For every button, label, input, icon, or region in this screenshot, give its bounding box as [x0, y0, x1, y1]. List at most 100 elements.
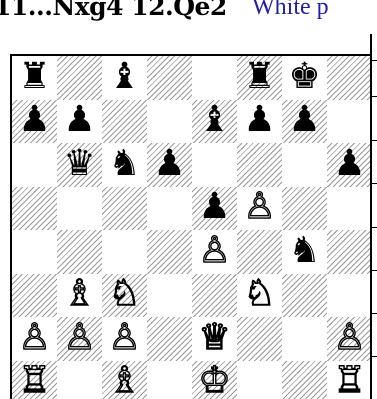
- square-h3[interactable]: [327, 274, 370, 318]
- white-pawn-icon[interactable]: ♙: [333, 320, 365, 356]
- black-pawn-icon[interactable]: ♟: [288, 102, 320, 138]
- move-notation: 11...Nxg4 12.Qe2: [0, 0, 227, 21]
- black-bishop-icon[interactable]: ♝: [108, 59, 140, 95]
- square-f4[interactable]: [237, 230, 282, 274]
- square-a1[interactable]: ♖: [12, 361, 57, 399]
- white-pawn-icon[interactable]: ♙: [108, 320, 140, 356]
- white-knight-icon[interactable]: ♘: [243, 276, 275, 312]
- square-d4[interactable]: [147, 230, 192, 274]
- square-c5[interactable]: [102, 187, 147, 231]
- square-b3[interactable]: ♗: [57, 274, 102, 318]
- square-b1[interactable]: [57, 361, 102, 399]
- square-g6[interactable]: [282, 143, 327, 187]
- white-bishop-icon[interactable]: ♗: [63, 276, 95, 312]
- square-c6[interactable]: ♞: [102, 143, 147, 187]
- white-king-icon[interactable]: ♔: [198, 363, 230, 399]
- square-g2[interactable]: [282, 317, 327, 361]
- square-h8[interactable]: [327, 56, 370, 100]
- square-d2[interactable]: [147, 317, 192, 361]
- white-knight-icon[interactable]: ♘: [108, 276, 140, 312]
- square-b6[interactable]: ♛: [57, 143, 102, 187]
- white-queen-icon[interactable]: ♕: [198, 320, 230, 356]
- square-d3[interactable]: [147, 274, 192, 318]
- square-g3[interactable]: [282, 274, 327, 318]
- square-a4[interactable]: [12, 230, 57, 274]
- square-c1[interactable]: ♗: [102, 361, 147, 399]
- square-e7[interactable]: ♝: [192, 100, 237, 144]
- black-rook-icon[interactable]: ♜: [243, 59, 275, 95]
- square-d6[interactable]: ♟: [147, 143, 192, 187]
- square-d8[interactable]: [147, 56, 192, 100]
- white-bishop-icon[interactable]: ♗: [108, 363, 140, 399]
- square-e6[interactable]: [192, 143, 237, 187]
- white-rook-icon[interactable]: ♖: [333, 363, 365, 399]
- square-h2[interactable]: ♙: [327, 317, 370, 361]
- white-pawn-icon[interactable]: ♙: [18, 320, 50, 356]
- square-c8[interactable]: ♝: [102, 56, 147, 100]
- black-pawn-icon[interactable]: ♟: [18, 102, 50, 138]
- white-pawn-icon[interactable]: ♙: [243, 189, 275, 225]
- scroll-tick: [371, 60, 377, 61]
- square-a5[interactable]: [12, 187, 57, 231]
- square-b8[interactable]: [57, 56, 102, 100]
- white-pawn-icon[interactable]: ♙: [63, 320, 95, 356]
- square-h6[interactable]: ♟: [327, 143, 370, 187]
- square-a2[interactable]: ♙: [12, 317, 57, 361]
- black-pawn-icon[interactable]: ♟: [198, 189, 230, 225]
- square-a3[interactable]: [12, 274, 57, 318]
- square-d5[interactable]: [147, 187, 192, 231]
- square-f3[interactable]: ♘: [237, 274, 282, 318]
- white-rook-icon[interactable]: ♖: [18, 363, 50, 399]
- scroll-tick: [371, 96, 377, 97]
- black-pawn-icon[interactable]: ♟: [153, 146, 185, 182]
- black-king-icon[interactable]: ♚: [288, 59, 320, 95]
- square-b2[interactable]: ♙: [57, 317, 102, 361]
- black-pawn-icon[interactable]: ♟: [243, 102, 275, 138]
- black-pawn-icon[interactable]: ♟: [63, 102, 95, 138]
- square-a6[interactable]: [12, 143, 57, 187]
- white-pawn-icon[interactable]: ♙: [198, 233, 230, 269]
- square-d1[interactable]: [147, 361, 192, 399]
- square-c4[interactable]: [102, 230, 147, 274]
- move-header: 11...Nxg4 12.Qe2 White p: [0, 0, 377, 44]
- chess-board[interactable]: ♜ ♝ ♜ ♚ ♟ ♟ ♝ ♟ ♟ ♛ ♞ ♟ ♟ ♟ ♙ ♙ ♞ ♗ ♘ ♘ ♙ ♙ ♙ ♕ ♙ ♖ ♗ ♔ ♖: [10, 54, 370, 399]
- square-b7[interactable]: ♟: [57, 100, 102, 144]
- square-f2[interactable]: [237, 317, 282, 361]
- square-e3[interactable]: [192, 274, 237, 318]
- square-h1[interactable]: ♖: [327, 361, 370, 399]
- square-h7[interactable]: [327, 100, 370, 144]
- square-e4[interactable]: ♙: [192, 230, 237, 274]
- square-b4[interactable]: [57, 230, 102, 274]
- scroll-tick: [371, 183, 377, 184]
- square-g5[interactable]: [282, 187, 327, 231]
- square-a8[interactable]: ♜: [12, 56, 57, 100]
- black-knight-icon[interactable]: ♞: [108, 146, 140, 182]
- square-g7[interactable]: ♟: [282, 100, 327, 144]
- square-c7[interactable]: [102, 100, 147, 144]
- square-h4[interactable]: [327, 230, 370, 274]
- square-e2[interactable]: ♕: [192, 317, 237, 361]
- square-f5[interactable]: ♙: [237, 187, 282, 231]
- scroll-track[interactable]: [370, 34, 372, 399]
- square-f8[interactable]: ♜: [237, 56, 282, 100]
- square-e8[interactable]: [192, 56, 237, 100]
- black-pawn-icon[interactable]: ♟: [333, 146, 365, 182]
- black-knight-icon[interactable]: ♞: [288, 233, 320, 269]
- square-f7[interactable]: ♟: [237, 100, 282, 144]
- square-e1[interactable]: ♔: [192, 361, 237, 399]
- black-bishop-icon[interactable]: ♝: [198, 102, 230, 138]
- square-f1[interactable]: [237, 361, 282, 399]
- square-e5[interactable]: ♟: [192, 187, 237, 231]
- square-f6[interactable]: [237, 143, 282, 187]
- square-c3[interactable]: ♘: [102, 274, 147, 318]
- square-c2[interactable]: ♙: [102, 317, 147, 361]
- square-d7[interactable]: [147, 100, 192, 144]
- square-h5[interactable]: [327, 187, 370, 231]
- square-g8[interactable]: ♚: [282, 56, 327, 100]
- square-a7[interactable]: ♟: [12, 100, 57, 144]
- black-queen-icon[interactable]: ♛: [63, 146, 95, 182]
- square-g1[interactable]: [282, 361, 327, 399]
- square-g4[interactable]: ♞: [282, 230, 327, 274]
- black-rook-icon[interactable]: ♜: [18, 59, 50, 95]
- square-b5[interactable]: [57, 187, 102, 231]
